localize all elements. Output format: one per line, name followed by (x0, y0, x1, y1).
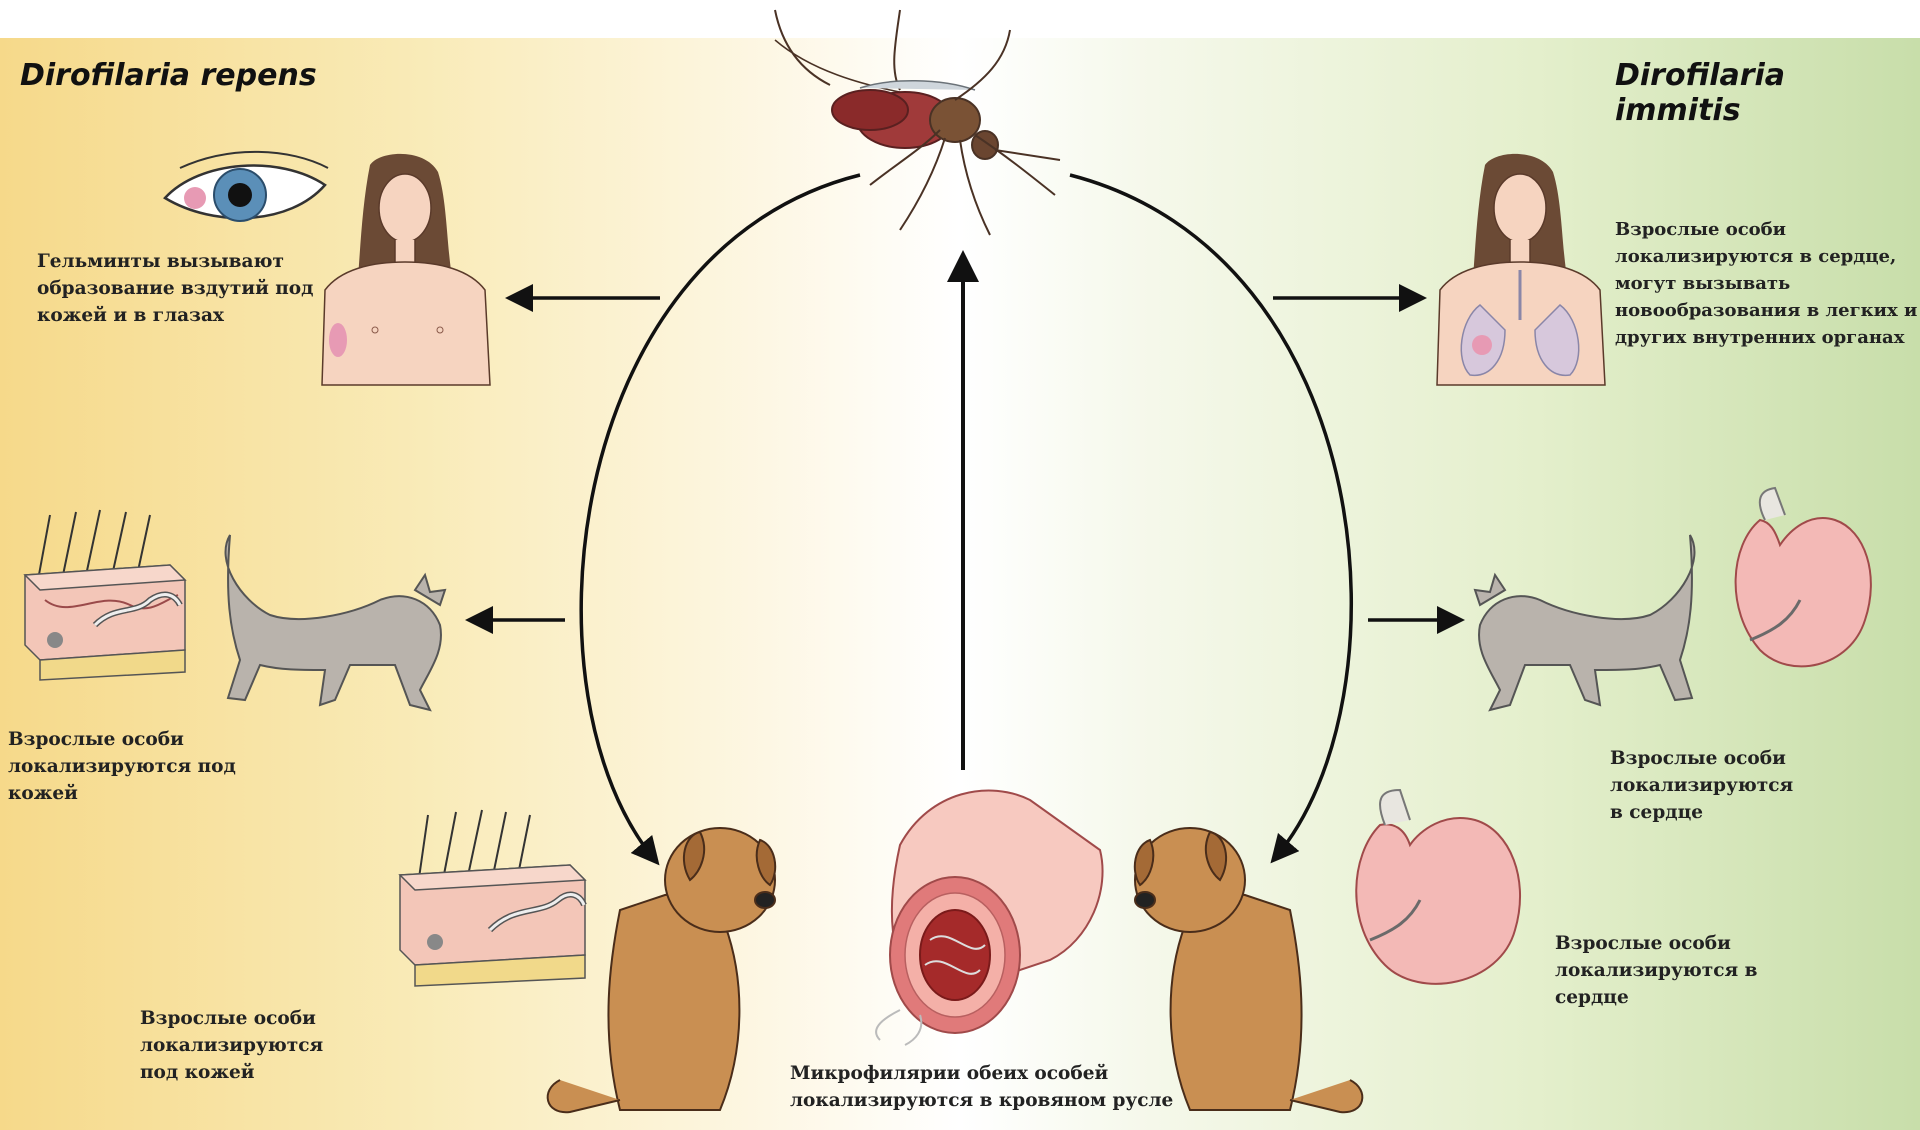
cat-illustration-left (226, 535, 445, 710)
species-title-left: Dirofilaria repens (20, 58, 317, 93)
skin-section-illustration-2 (400, 810, 585, 986)
cycle-arrow-left (581, 175, 860, 860)
caption-blood: Микрофилярии обеих особей локализируются… (790, 1060, 1173, 1114)
caption-immitis-human: Взрослые особи локализируются в сердце, … (1615, 216, 1917, 351)
caption-immitis-cat: Взрослые особи локализируются в сердце (1610, 745, 1793, 826)
species-title-right: Dirofilaria immitis (1615, 58, 1920, 128)
caption-repens-dog: Взрослые особи локализируются под кожей (140, 1005, 323, 1086)
woman-illustration-right (1437, 154, 1605, 385)
eye-illustration (165, 152, 328, 221)
mosquito-illustration (775, 10, 1060, 235)
heart-illustration-2 (1356, 790, 1520, 984)
skin-section-illustration-1 (25, 510, 185, 680)
woman-illustration-left (322, 154, 490, 385)
caption-immitis-dog: Взрослые особи локализируются в сердце (1555, 930, 1757, 1011)
blood-vessel-illustration (876, 790, 1102, 1045)
caption-repens-human: Гельминты вызывают образование вздутий п… (37, 248, 313, 329)
heart-illustration-1 (1736, 488, 1871, 666)
caption-repens-cat: Взрослые особи локализируются под кожей (8, 726, 236, 807)
cat-illustration-right (1475, 535, 1694, 710)
cycle-arrow-right (1070, 175, 1351, 858)
